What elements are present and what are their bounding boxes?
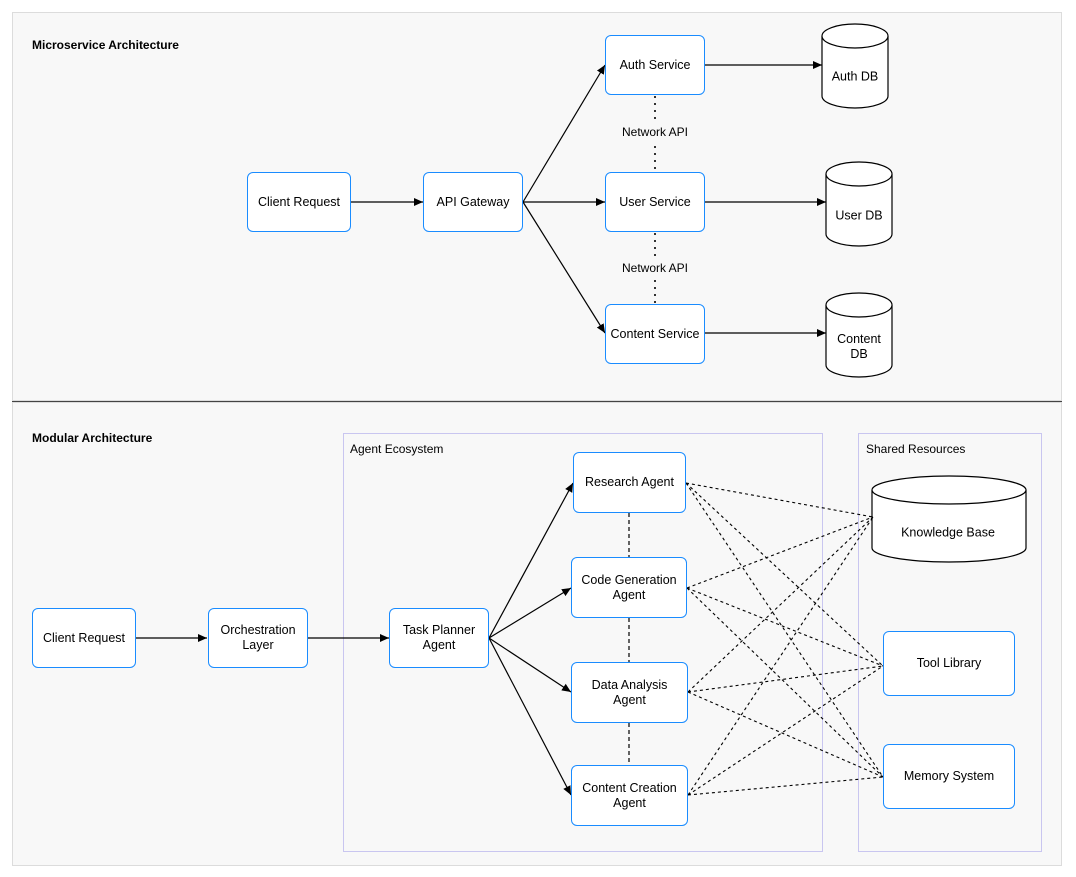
mesh-codegen-memory bbox=[686, 587, 884, 778]
knowledge-base-label: Knowledge Base bbox=[901, 525, 995, 540]
edge-planner-data bbox=[488, 637, 572, 693]
mesh-content-kb bbox=[687, 516, 874, 796]
edge-planner-codegen bbox=[488, 587, 572, 639]
task-planner-line2: Agent bbox=[422, 638, 456, 652]
code-gen-line2: Agent bbox=[612, 587, 646, 602]
knowledge-base-cylinder bbox=[871, 475, 1027, 563]
task-planner-line1: Task Planner bbox=[402, 623, 476, 637]
edge-planner-research bbox=[488, 482, 574, 639]
content-db-label-line2: DB bbox=[850, 347, 868, 361]
orchestration-layer-node[interactable]: Orchestration Layer bbox=[208, 608, 308, 668]
research-agent-node[interactable]: Research Agent bbox=[573, 452, 686, 513]
mesh-data-kb bbox=[687, 516, 874, 693]
data-analysis-agent-node[interactable]: Data Analysis Agent bbox=[571, 662, 688, 723]
task-planner-agent-node[interactable]: Task Planner Agent bbox=[389, 608, 489, 668]
section-divider bbox=[12, 401, 1062, 402]
mesh-research-kb bbox=[685, 482, 874, 518]
tool-library-node[interactable]: Tool Library bbox=[883, 631, 1015, 696]
user-service-node[interactable]: User Service bbox=[605, 172, 705, 232]
content-db-label: Content DB bbox=[837, 332, 881, 362]
agent-ecosystem-label: Agent Ecosystem bbox=[350, 442, 444, 456]
mesh-data-memory bbox=[687, 691, 884, 778]
content-creation-line2: Agent bbox=[613, 795, 646, 810]
mesh-research-tool bbox=[685, 482, 884, 667]
auth-db-cylinder bbox=[821, 23, 889, 109]
auth-service-node[interactable]: Auth Service bbox=[605, 35, 705, 95]
data-analysis-line1: Data Analysis bbox=[591, 677, 668, 692]
mesh-content-memory bbox=[687, 776, 884, 796]
network-api-label-2: Network API bbox=[619, 261, 691, 275]
mesh-research-memory bbox=[685, 482, 884, 778]
shared-resources-label: Shared Resources bbox=[866, 442, 966, 456]
mesh-codegen-tool bbox=[686, 587, 884, 667]
code-gen-line1: Code Generation bbox=[581, 572, 677, 587]
edge-planner-content bbox=[488, 637, 572, 796]
orchestration-line2: Layer bbox=[242, 638, 274, 652]
network-api-label-1: Network API bbox=[619, 125, 691, 139]
api-gateway-node[interactable]: API Gateway bbox=[423, 172, 523, 232]
mesh-content-tool bbox=[687, 665, 884, 796]
data-analysis-line2: Agent bbox=[613, 692, 646, 707]
user-db-cylinder bbox=[825, 161, 893, 247]
micro-client-request-node[interactable]: Client Request bbox=[247, 172, 351, 232]
user-db-label: User DB bbox=[835, 208, 883, 223]
edge-gateway-content bbox=[522, 201, 606, 334]
edge-gateway-auth bbox=[522, 64, 606, 203]
mesh-data-tool bbox=[687, 665, 884, 693]
orchestration-line1: Orchestration bbox=[220, 623, 296, 637]
memory-system-node[interactable]: Memory System bbox=[883, 744, 1015, 809]
modular-client-request-node[interactable]: Client Request bbox=[32, 608, 136, 668]
microservice-title: Microservice Architecture bbox=[32, 38, 179, 52]
content-service-node[interactable]: Content Service bbox=[605, 304, 705, 364]
content-db-cylinder bbox=[825, 292, 893, 378]
content-db-label-line1: Content bbox=[837, 332, 881, 346]
mesh-codegen-kb bbox=[686, 516, 874, 589]
code-generation-agent-node[interactable]: Code Generation Agent bbox=[571, 557, 687, 618]
content-creation-line1: Content Creation bbox=[582, 780, 677, 795]
content-creation-agent-node[interactable]: Content Creation Agent bbox=[571, 765, 688, 826]
modular-title: Modular Architecture bbox=[32, 431, 153, 445]
auth-db-label: Auth DB bbox=[831, 69, 879, 84]
